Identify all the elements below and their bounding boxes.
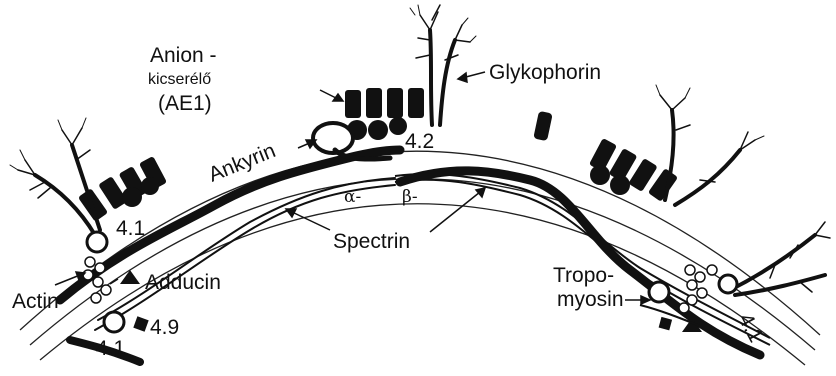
ae1-protein-left — [78, 156, 167, 222]
adducin-label: Adducin — [145, 271, 221, 294]
beta-spectrin-label: β- — [402, 187, 418, 207]
tropomyosin-label-line1: Tropo- — [553, 264, 614, 287]
band-4-9-label: 4.9 — [150, 316, 179, 339]
glycophorin-left — [10, 118, 100, 235]
anion-exchanger-label-line1: Anion - — [150, 44, 217, 67]
actin-label: Actin — [12, 290, 59, 313]
alpha-spectrin-label: α- — [344, 187, 361, 207]
glycophorin-label: Glykophorin — [489, 61, 601, 84]
small-transmembrane-protein — [533, 111, 553, 141]
anion-exchanger-label-line3: (AE1) — [158, 92, 212, 115]
band-4-1-bottom-label: 4.1 — [96, 337, 125, 360]
glycophorin-far-right — [730, 222, 830, 295]
glycophorin-right — [656, 85, 764, 205]
tropomyosin-label-line2: myosin — [557, 288, 624, 311]
band-4-2-label: 4.2 — [405, 130, 434, 153]
spectrin-label: Spectrin — [333, 230, 410, 253]
anion-exchanger-label-line2: kicserélő — [148, 71, 211, 88]
band-4-1-left-label: 4.1 — [116, 217, 145, 240]
